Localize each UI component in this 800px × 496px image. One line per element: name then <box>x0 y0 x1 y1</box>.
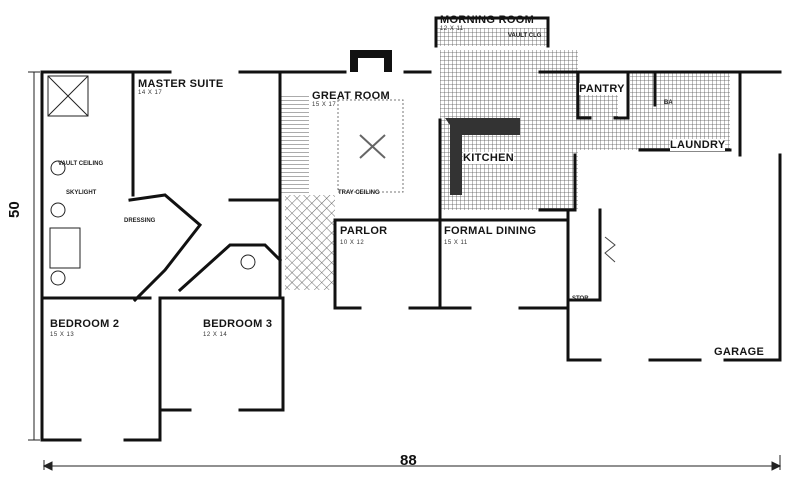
kitchen-counter <box>445 118 520 195</box>
foyer-floor <box>285 195 335 290</box>
room-label-stor: STOR <box>572 296 589 302</box>
vault-ceiling-note-master-bath: VAULT CEILING <box>58 161 104 167</box>
room-label-morning-room: MORNING ROOM <box>440 14 535 26</box>
ceiling-fan-icon <box>359 134 386 159</box>
room-size-bedroom-2: 15 X 13 <box>50 332 75 338</box>
bifold-door <box>604 236 616 263</box>
room-label-garage: GARAGE <box>714 346 765 358</box>
tray-ceiling-note: TRAY CEILING <box>338 190 380 196</box>
room-label-great-room: GREAT ROOM <box>312 90 390 102</box>
room-label-kitchen: KITCHEN <box>463 152 514 164</box>
room-size-master-suite: 14 X 17 <box>138 90 163 96</box>
room-label-pantry: PANTRY <box>579 83 625 95</box>
room-size-parlor: 10 X 12 <box>340 240 365 246</box>
room-label-dressing: DRESSING <box>124 218 156 224</box>
tile-floor-kitchen <box>436 28 730 210</box>
room-size-morning-room: 12 X 11 <box>440 26 464 32</box>
room-size-bedroom-3: 12 X 14 <box>203 332 228 338</box>
room-label-master-suite: MASTER SUITE <box>138 78 224 90</box>
room-label-bedroom-3: BEDROOM 3 <box>203 318 273 330</box>
room-label-bedroom-2: BEDROOM 2 <box>50 318 120 330</box>
room-label-bath: BA <box>664 100 673 106</box>
room-size-formal-dining: 15 X 11 <box>444 240 468 246</box>
walls <box>40 16 782 442</box>
room-label-laundry: LAUNDRY <box>670 139 726 151</box>
master-bath-fixtures <box>47 75 256 286</box>
skylight-note: SKYLIGHT <box>66 190 97 196</box>
room-label-parlor: PARLOR <box>340 225 388 237</box>
tray-ceiling-outline <box>337 99 404 193</box>
overall-depth-dimension: 50 <box>6 201 23 218</box>
room-size-great-room: 15 X 17 <box>312 102 337 108</box>
room-label-formal-dining: FORMAL DINING <box>444 225 537 237</box>
overall-width-dimension: 88 <box>400 452 417 469</box>
staircase <box>281 95 309 195</box>
dimension-lines <box>28 71 782 471</box>
vault-ceiling-note: VAULT CLG <box>508 33 542 39</box>
